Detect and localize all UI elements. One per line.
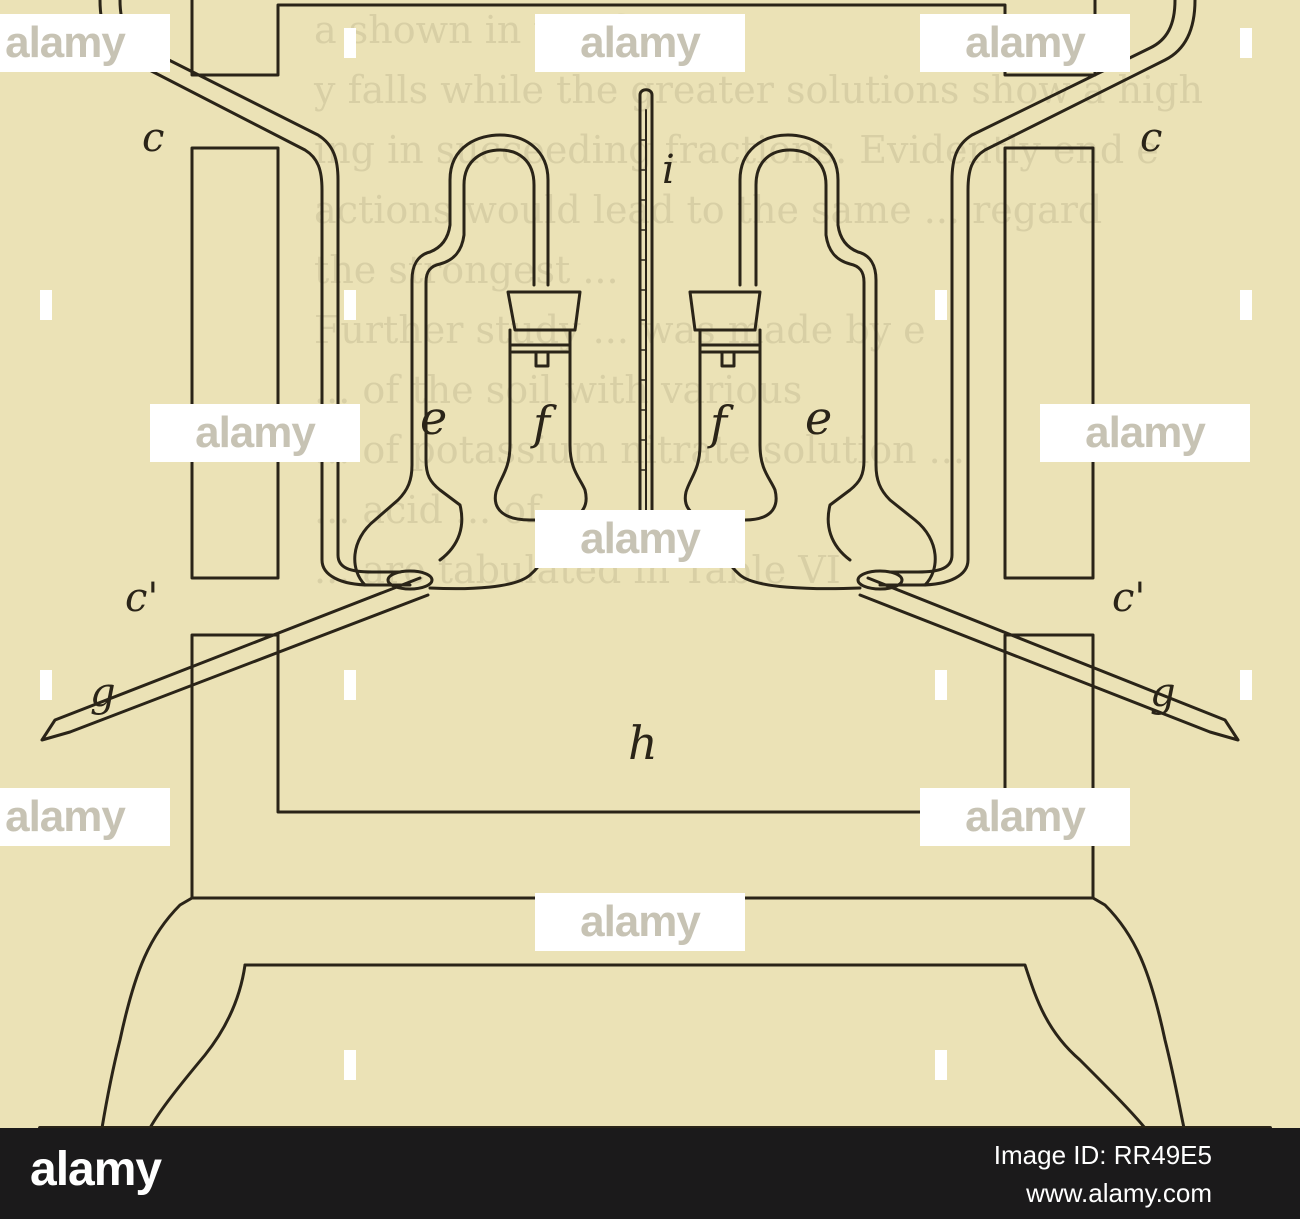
label-f-right: f: [710, 396, 728, 450]
stand-left-outer: [100, 896, 194, 1128]
watermark-dot: [935, 290, 947, 320]
stock-info-bar: alamy Image ID: RR49E5 www.alamy.com: [0, 1128, 1300, 1219]
left-loop-outer: [353, 133, 550, 587]
watermark-dot: [935, 1050, 947, 1080]
tube-g-left: [40, 576, 430, 742]
watermark-tile: alamy: [1040, 404, 1250, 462]
stand-right-inner: [243, 963, 1147, 1128]
water-bath-h: [190, 633, 1095, 900]
top-frame: [190, 0, 1097, 77]
label-c-prime-right: c': [1112, 575, 1146, 621]
left-f-stopper: [506, 290, 582, 332]
watermark-dot: [344, 290, 356, 320]
stand-right-outer: [1091, 896, 1186, 1128]
stand-left-inner: [148, 963, 247, 1128]
label-h: h: [628, 716, 658, 770]
tube-g-right: [858, 576, 1240, 742]
image-id-text: Image ID: RR49E5: [993, 1140, 1212, 1170]
apparatus-figure: a shown in the first ... y falls while t…: [0, 0, 1272, 1128]
watermark-dot: [344, 1050, 356, 1080]
label-f-left: f: [533, 396, 551, 450]
watermark-dot: [1240, 670, 1252, 700]
right-loop-outer: [738, 133, 937, 587]
right-f-stopper: [688, 290, 762, 332]
apparatus-drawing: [38, 0, 1272, 1128]
tube-c-left-outer: [98, 0, 412, 587]
tube-c-right-outer: [878, 0, 1197, 587]
left-loop-inner: [424, 148, 536, 562]
brand-logo: alamy: [30, 1143, 162, 1196]
tube-c-right-inner: [888, 0, 1177, 574]
watermark-dot: [1240, 290, 1252, 320]
label-g-right: g: [1150, 670, 1176, 716]
watermark-tile: alamy: [535, 14, 745, 72]
watermark-dot: [40, 670, 52, 700]
watermark-tile: alamy: [535, 510, 745, 568]
label-g-left: g: [90, 670, 116, 716]
watermark-tile: alamy: [920, 788, 1130, 846]
watermark-dot: [935, 670, 947, 700]
watermark-tile: alamy: [150, 404, 360, 462]
right-upper-post: [1003, 146, 1095, 580]
label-i: i: [662, 147, 675, 193]
right-loop-inner: [754, 148, 866, 562]
right-f-flask: [683, 328, 778, 522]
watermark-dot: [1240, 28, 1252, 58]
label-c-prime-left: c': [125, 575, 159, 621]
watermark-dot: [40, 290, 52, 320]
label-e-left: e: [420, 391, 448, 445]
watermark-dot: [344, 28, 356, 58]
label-c-left: c: [142, 115, 165, 161]
left-upper-post: [190, 146, 280, 580]
watermark-tile: alamy: [535, 893, 745, 951]
watermark-tile: alamy: [0, 14, 170, 72]
site-url-text: www.alamy.com: [1026, 1178, 1212, 1208]
watermark-dot: [344, 670, 356, 700]
label-e-right: e: [805, 391, 833, 445]
tube-c-left-inner: [118, 0, 402, 574]
watermark-tile: alamy: [0, 788, 170, 846]
label-c-right: c: [1140, 115, 1163, 161]
watermark-tile: alamy: [920, 14, 1130, 72]
